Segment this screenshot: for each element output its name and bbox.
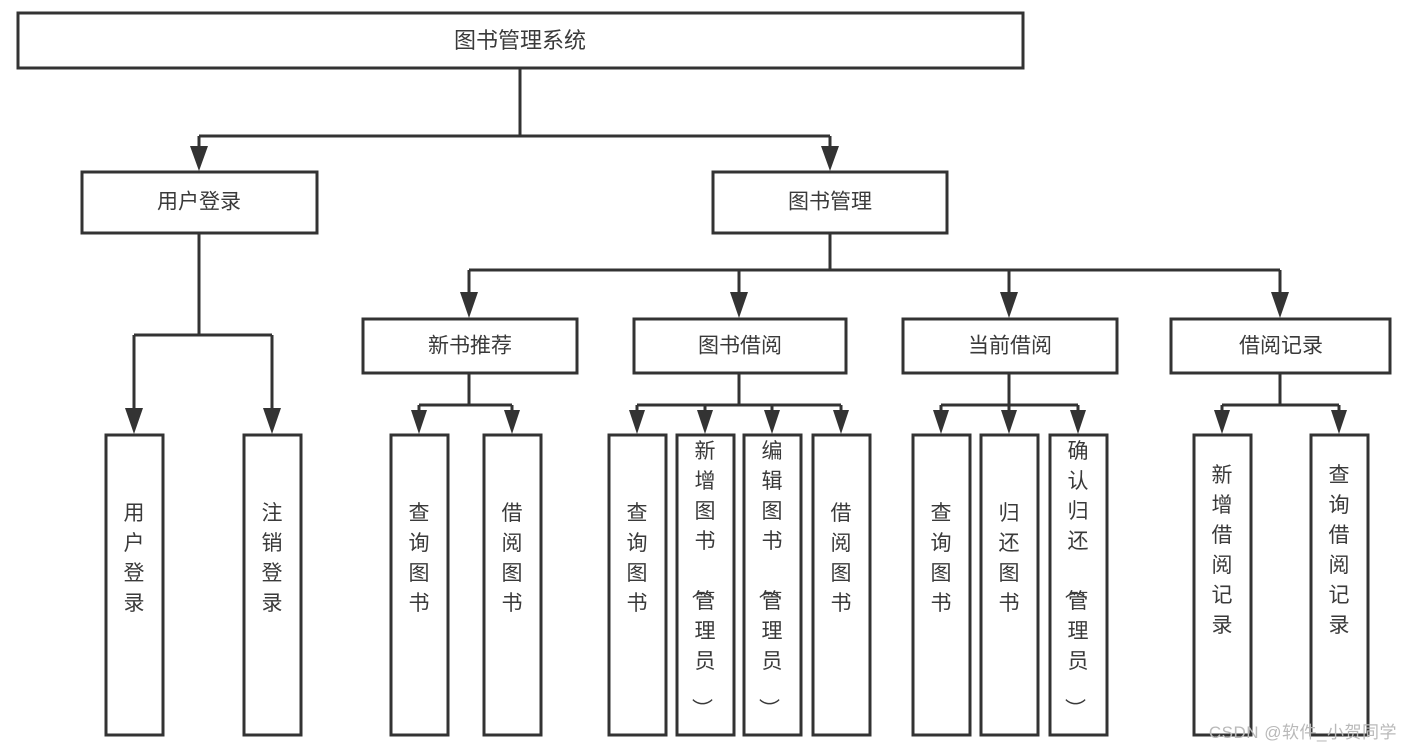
- leaf-user-login-box[interactable]: [104, 433, 165, 737]
- leaf-confirm-return[interactable]: 确认归还（管理员）: [1048, 433, 1109, 737]
- node-book-borrow-box[interactable]: [632, 317, 848, 375]
- leaf-return-book-label: 归还图书: [999, 502, 1020, 615]
- node-root-label: 图书管理系统: [454, 28, 586, 53]
- leaf-add-record[interactable]: 新增借阅记录: [1192, 433, 1253, 737]
- leaf-logout[interactable]: 注销登录: [242, 433, 303, 737]
- node-user-login-label: 用户登录: [157, 191, 241, 214]
- arrowhead-book-borrow: [730, 292, 748, 318]
- node-new-book-rec-box[interactable]: [361, 317, 579, 375]
- node-book-manage-box[interactable]: [711, 170, 949, 235]
- arrowhead-leaf-borrow-book-2: [833, 410, 849, 434]
- leaf-query-book-3[interactable]: 查询图书: [911, 433, 972, 737]
- node-book-borrow-label: 图书借阅: [698, 335, 782, 358]
- leaf-query-book-1-label: 查询图书: [409, 502, 430, 615]
- leaf-add-record-box[interactable]: [1192, 433, 1253, 737]
- node-book-manage[interactable]: 图书管理: [711, 170, 949, 235]
- node-book-manage-label: 图书管理: [788, 191, 872, 214]
- arrowhead-leaf-return-book: [1001, 410, 1017, 434]
- leaf-query-book-2-box[interactable]: [607, 433, 668, 737]
- leaf-edit-book-box[interactable]: [742, 433, 803, 737]
- arrowhead-leaf-add-book: [697, 410, 713, 434]
- leaf-return-book[interactable]: 归还图书: [979, 433, 1040, 737]
- node-user-login-box[interactable]: [80, 170, 319, 235]
- node-current-borrow-box[interactable]: [901, 317, 1119, 375]
- arrowhead-leaf-add-record: [1214, 410, 1230, 434]
- node-user-login[interactable]: 用户登录: [80, 170, 319, 235]
- leaf-user-login[interactable]: 用户登录: [104, 433, 165, 737]
- node-current-borrow[interactable]: 当前借阅: [901, 317, 1119, 375]
- node-borrow-record-box[interactable]: [1169, 317, 1392, 375]
- leaf-query-record[interactable]: 查询借阅记录: [1309, 433, 1370, 737]
- connector-layer: [125, 68, 1347, 434]
- leaf-confirm-return-label: 确认归还（管理员）: [1063, 440, 1089, 719]
- arrowhead-leaf-query-book-1: [411, 410, 427, 434]
- arrowhead-current-borrow: [1000, 292, 1018, 318]
- leaf-borrow-book-1-label: 借阅图书: [502, 502, 523, 615]
- leaf-query-book-1-box[interactable]: [389, 433, 450, 737]
- leaf-query-book-3-label: 查询图书: [931, 502, 952, 615]
- leaf-add-book-label: 新增图书（管理员）: [690, 440, 716, 719]
- arrowhead-leaf-query-book-3: [933, 410, 949, 434]
- arrowhead-user-login: [190, 146, 208, 171]
- arrowhead-leaf-logout: [263, 408, 281, 434]
- leaf-confirm-return-box[interactable]: [1048, 433, 1109, 737]
- node-new-book-rec-label: 新书推荐: [428, 335, 512, 358]
- arrowhead-book-manage: [821, 146, 839, 171]
- leaf-query-record-box[interactable]: [1309, 433, 1370, 737]
- node-current-borrow-label: 当前借阅: [968, 335, 1052, 358]
- node-root[interactable]: 图书管理系统: [16, 11, 1025, 70]
- node-borrow-record[interactable]: 借阅记录: [1169, 317, 1392, 375]
- leaf-add-book-box[interactable]: [675, 433, 736, 737]
- arrowhead-leaf-query-book-2: [629, 410, 645, 434]
- arrowhead-new-book-rec: [460, 292, 478, 318]
- leaf-return-book-box[interactable]: [979, 433, 1040, 737]
- leaf-borrow-book-1[interactable]: 借阅图书: [482, 433, 543, 737]
- arrowhead-leaf-edit-book: [764, 410, 780, 434]
- leaf-borrow-book-2-label: 借阅图书: [831, 502, 852, 615]
- leaf-query-book-1[interactable]: 查询图书: [389, 433, 450, 737]
- arrowhead-leaf-borrow-book-1: [504, 410, 520, 434]
- leaf-edit-book[interactable]: 编辑图书（管理员）: [742, 433, 803, 737]
- leaf-add-record-label: 新增借阅记录: [1212, 464, 1233, 637]
- leaf-query-book-3-box[interactable]: [911, 433, 972, 737]
- arrowhead-leaf-confirm-return: [1070, 410, 1086, 434]
- leaf-logout-label: 注销登录: [262, 502, 283, 615]
- arrowhead-leaf-query-record: [1331, 410, 1347, 434]
- leaf-add-book[interactable]: 新增图书（管理员）: [675, 433, 736, 737]
- node-new-book-rec[interactable]: 新书推荐: [361, 317, 579, 375]
- leaf-borrow-book-1-box[interactable]: [482, 433, 543, 737]
- leaf-borrow-book-2[interactable]: 借阅图书: [811, 433, 872, 737]
- node-root-box[interactable]: [16, 11, 1025, 70]
- leaf-borrow-book-2-box[interactable]: [811, 433, 872, 737]
- arrowhead-borrow-record: [1271, 292, 1289, 318]
- leaf-query-book-2-label: 查询图书: [627, 502, 648, 615]
- arrowhead-leaf-user-login: [125, 408, 143, 434]
- leaf-edit-book-label: 编辑图书（管理员）: [757, 440, 783, 719]
- node-borrow-record-label: 借阅记录: [1239, 335, 1323, 358]
- leaf-logout-box[interactable]: [242, 433, 303, 737]
- leaf-query-record-label: 查询借阅记录: [1329, 464, 1350, 637]
- leaf-query-book-2[interactable]: 查询图书: [607, 433, 668, 737]
- leaf-user-login-label: 用户登录: [124, 502, 145, 615]
- node-book-borrow[interactable]: 图书借阅: [632, 317, 848, 375]
